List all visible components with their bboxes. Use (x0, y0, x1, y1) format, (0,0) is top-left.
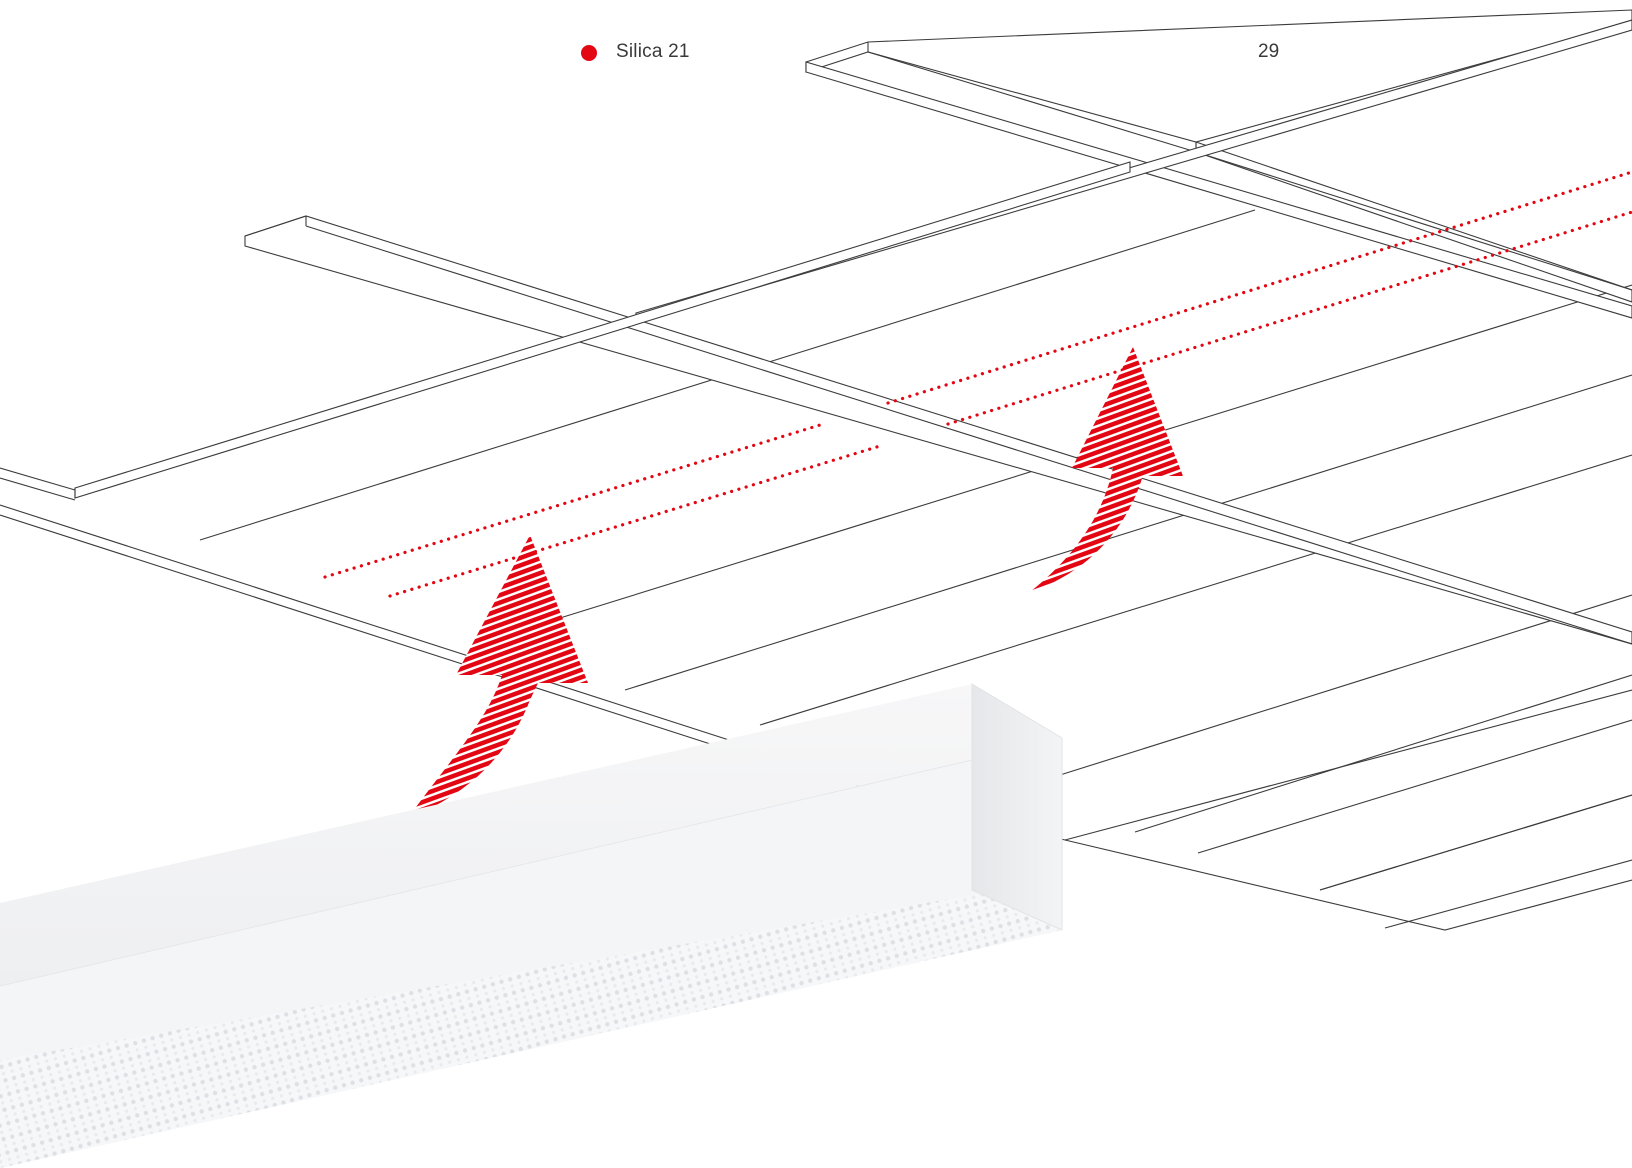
page-header: Silica 21 29 (0, 38, 1632, 68)
installation-guide-lines (323, 170, 1632, 598)
red-dot-icon (581, 45, 597, 61)
curved-up-arrow-icon (408, 535, 588, 818)
curved-up-arrow-icon (1030, 347, 1183, 592)
main-runner-upper (805, 9, 1632, 319)
brand-label: Silica 21 (616, 41, 690, 62)
page-number: 29 (1258, 41, 1280, 62)
luminaire-diffuser (0, 880, 1062, 1168)
luminaire-top-face (0, 684, 1062, 986)
main-runner-middle (244, 215, 1632, 645)
luminaire-end-cap (971, 683, 1063, 931)
ceiling-tile-seams (199, 209, 1632, 891)
main-runner-lower (0, 467, 76, 501)
linear-luminaire (0, 683, 1063, 1168)
